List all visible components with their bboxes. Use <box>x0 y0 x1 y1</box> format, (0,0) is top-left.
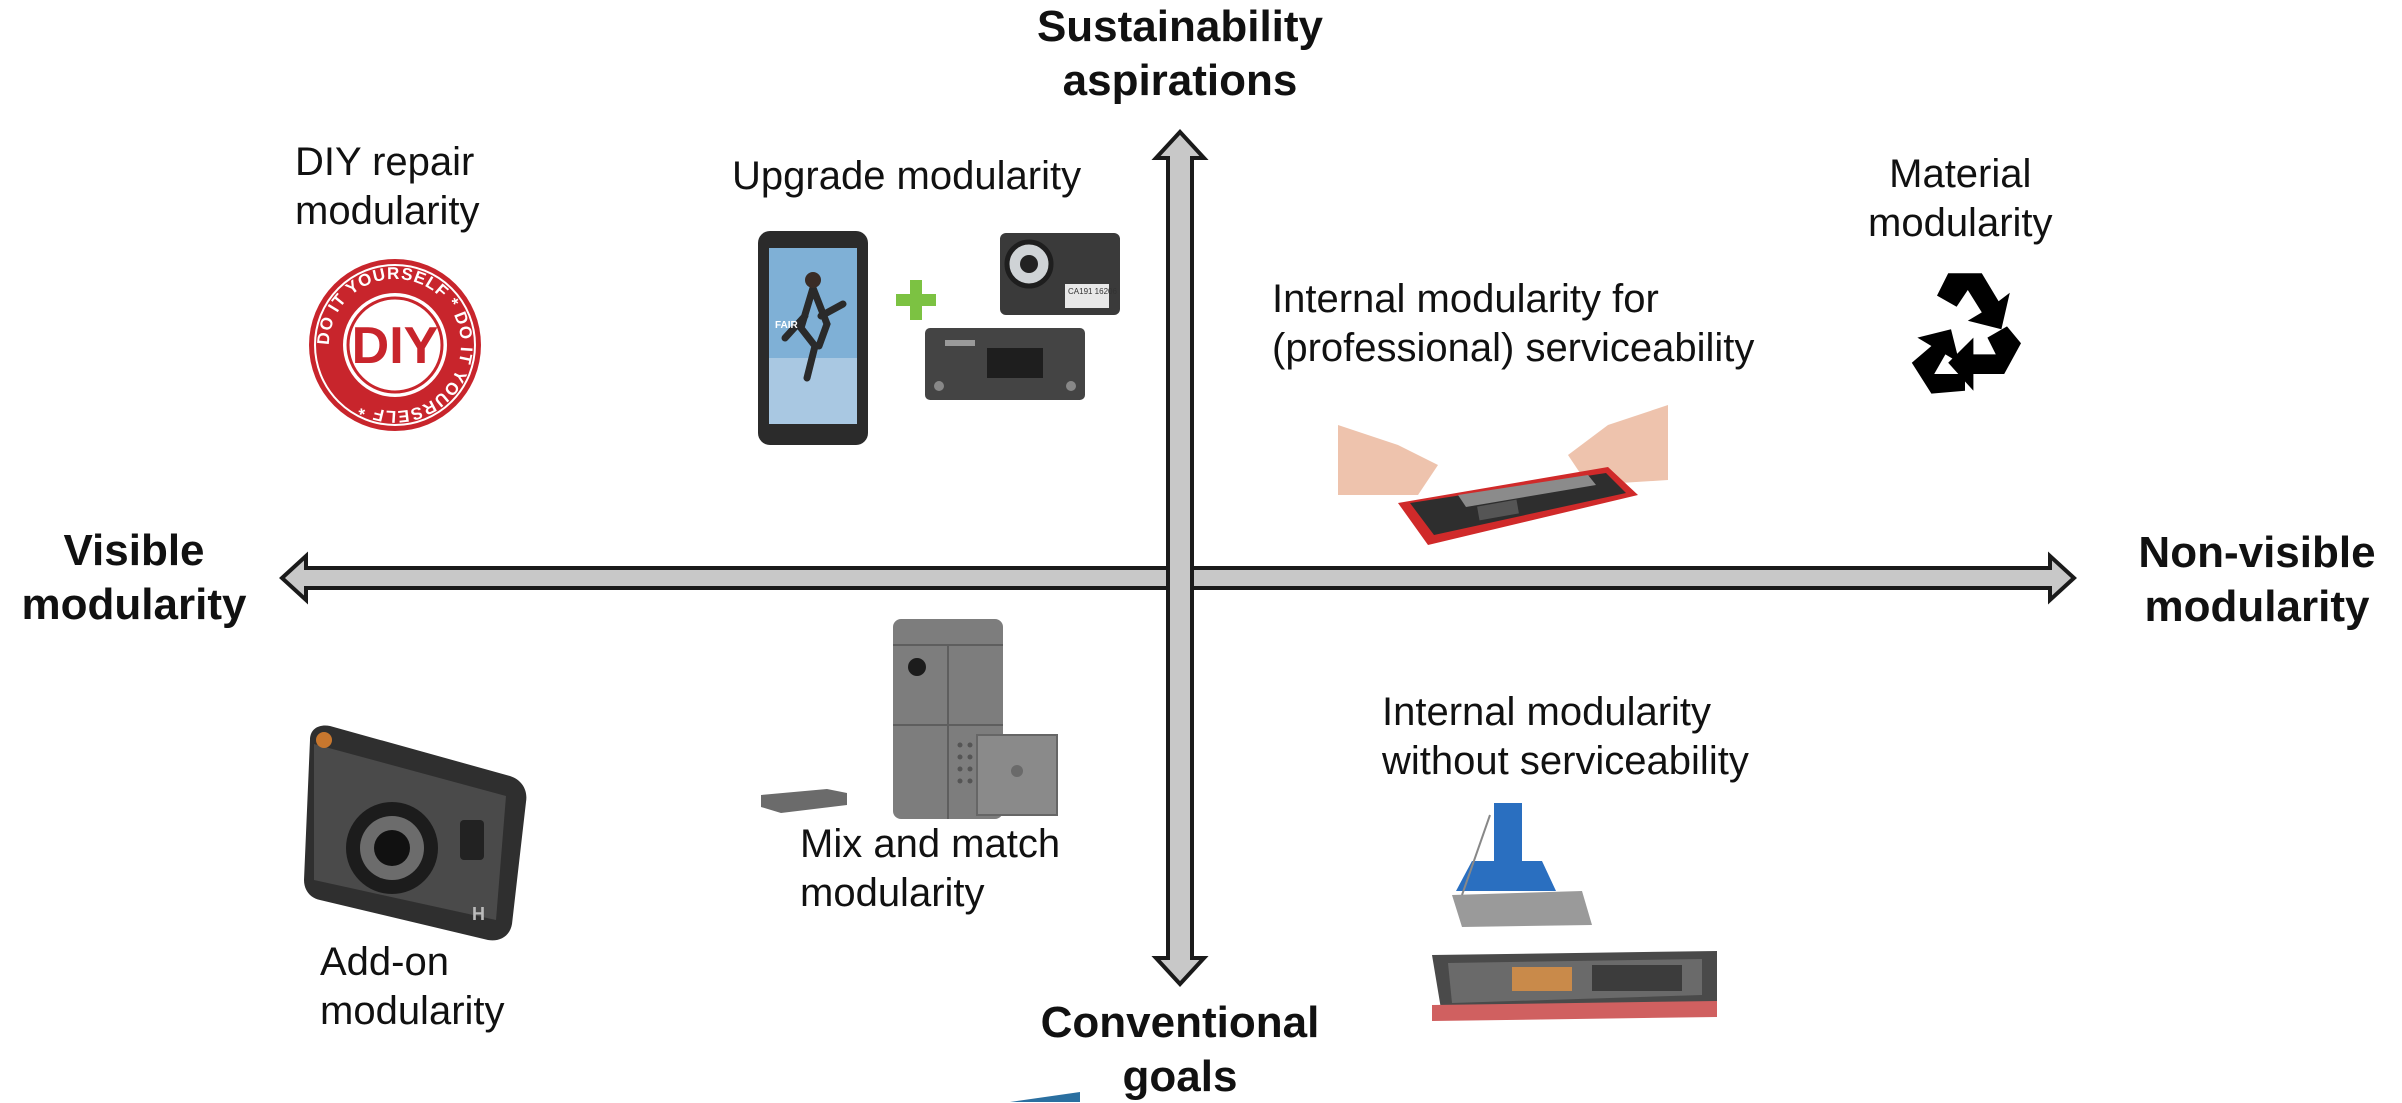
mix-match-phone-image <box>761 619 1058 819</box>
svg-text:H: H <box>472 904 485 924</box>
label-internal-serviceability: Internal modularity for(professional) se… <box>1272 277 1755 370</box>
label-upgrade: Upgrade modularity <box>732 154 1082 198</box>
add-on-camera-image: H <box>304 725 527 941</box>
diy-stamp-image: DO IT YOURSELF * DO IT YOURSELF * DIY <box>309 259 481 431</box>
serviceability-phone-image <box>1338 405 1668 545</box>
vertical-axis-arrow <box>1151 129 1209 987</box>
no-serviceability-phone-image <box>1432 803 1717 1021</box>
diy-stamp-text: DIY <box>352 317 439 375</box>
upgrade-phone-image: FAIR CA191 16206 <box>758 231 1120 445</box>
module-code-text: CA191 16206 <box>1068 287 1117 296</box>
bottom-blue-fragment <box>1010 1092 1080 1102</box>
recycle-icon <box>1911 273 2021 394</box>
phone-brand-text: FAIR <box>775 320 799 331</box>
